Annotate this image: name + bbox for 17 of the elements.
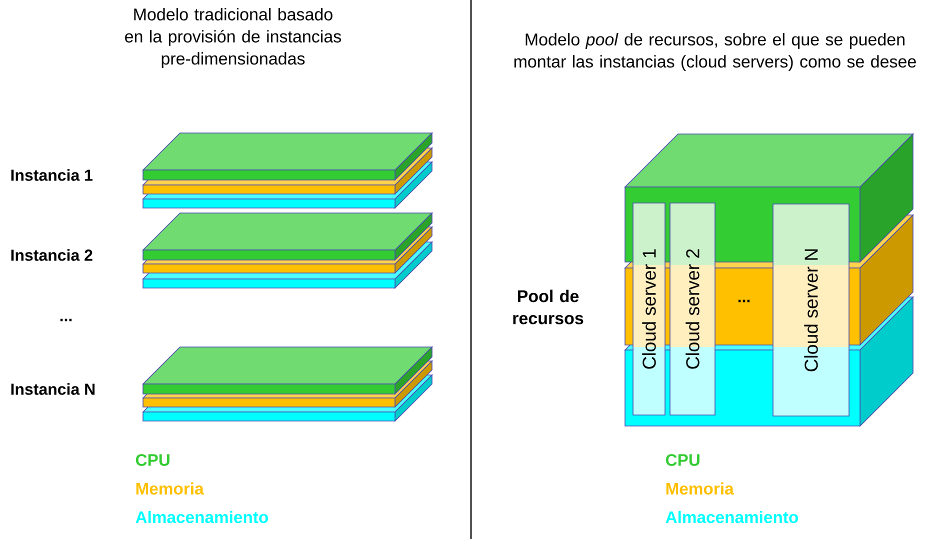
row-label: Instancia N — [11, 383, 95, 395]
row-label: Instancia 1 — [11, 169, 92, 181]
heading: Modelo pool de recursos, sobre el que se pueden montar las instancias (cloud servers) como se desee — [514, 33, 916, 71]
heading: Modelo tradicional basado en la provisión de instancias pre-dimensionadas — [125, 8, 341, 68]
cloud-server-box: Cloud server 2 — [670, 202, 716, 416]
legend-entry: Almacenamiento — [666, 510, 798, 524]
cloud-server-box: Cloud server 1 — [632, 202, 666, 416]
row-label: Instancia 2 — [11, 249, 92, 261]
pool-label: Pool de recursos — [513, 290, 584, 324]
legend-entry: Memoria — [666, 482, 734, 495]
legend-entry: CPU — [136, 454, 170, 466]
cloud-server-box: Cloud server N — [772, 204, 850, 416]
ellipsis: ... — [60, 318, 72, 322]
legend-entry: Almacenamiento — [136, 510, 268, 524]
legend-entry: Memoria — [136, 482, 204, 495]
ellipsis: ... — [738, 300, 750, 302]
legend-entry: CPU — [666, 454, 700, 466]
